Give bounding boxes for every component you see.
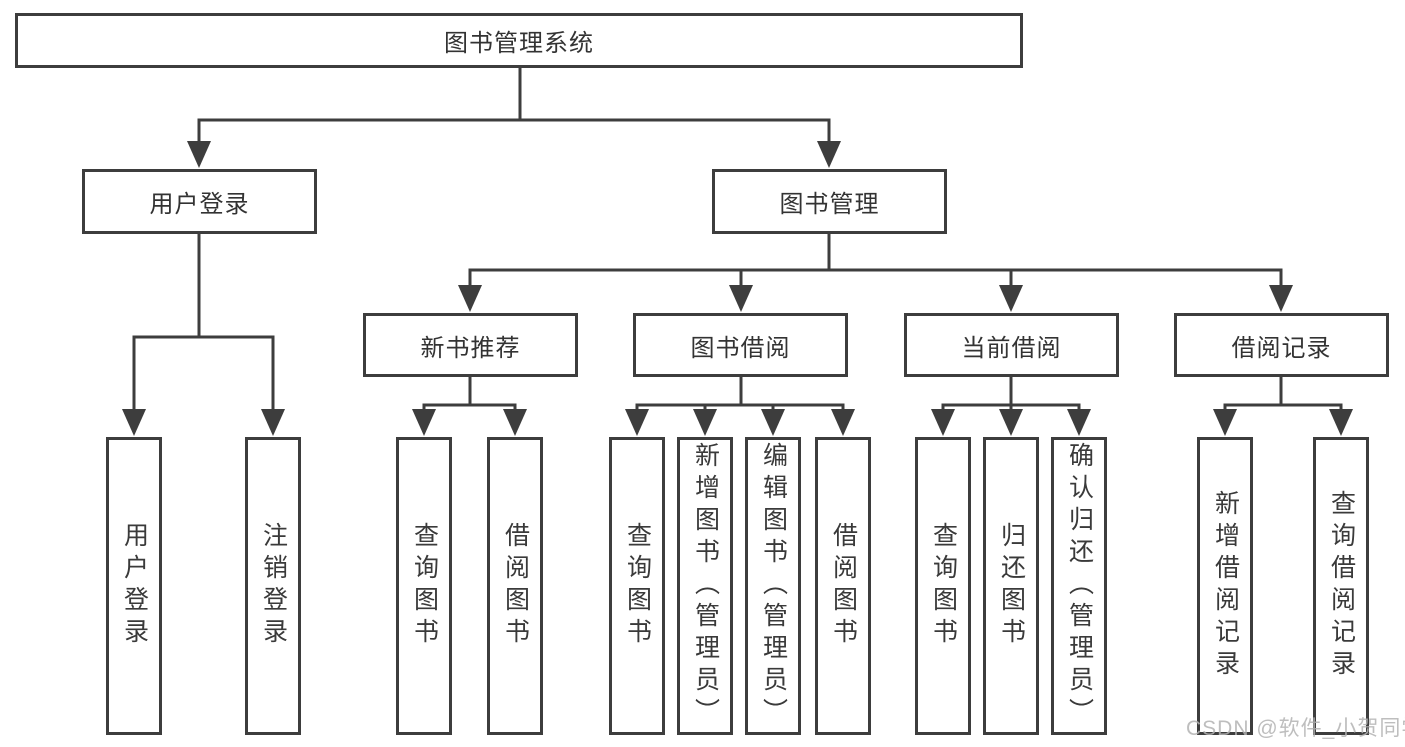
node-book-management-label: 图书管理 xyxy=(779,191,880,218)
node-current-borrow-label: 当前借阅 xyxy=(961,334,1062,362)
leaf-user-login-label: 用户登录 xyxy=(120,522,149,650)
node-borrow-records-label: 借阅记录 xyxy=(1231,334,1332,362)
node-root: 图书管理系统 xyxy=(15,13,1023,68)
leaf-query-books-borrow-label: 查询图书 xyxy=(623,522,652,650)
connector-newbooks-to-leaves xyxy=(422,377,517,410)
node-current-borrow: 当前借阅 xyxy=(904,313,1119,377)
leaf-edit-books-admin-label: 编辑图书（管理员） xyxy=(759,442,788,730)
leaf-logout: 注销登录 xyxy=(245,437,301,735)
connector-userlogin-to-leaves xyxy=(132,234,275,410)
leaf-query-books-current: 查询图书 xyxy=(915,437,971,735)
leaf-borrow-books-newbooks-label: 借阅图书 xyxy=(501,522,530,650)
arrowheads xyxy=(122,141,1353,436)
leaf-edit-books-admin: 编辑图书（管理员） xyxy=(745,437,801,735)
node-new-books-label: 新书推荐 xyxy=(420,334,521,362)
node-book-borrow-label: 图书借阅 xyxy=(690,334,791,362)
connector-bookborrow-to-leaves xyxy=(635,377,845,410)
leaf-return-books: 归还图书 xyxy=(983,437,1039,735)
leaf-query-borrow-record: 查询借阅记录 xyxy=(1313,437,1369,735)
leaf-query-books-newbooks: 查询图书 xyxy=(396,437,452,735)
node-book-management: 图书管理 xyxy=(712,169,947,234)
leaf-add-borrow-record: 新增借阅记录 xyxy=(1197,437,1253,735)
watermark: CSDN @软件_小贺同学 xyxy=(1186,717,1405,740)
connector-bookmgmt-to-level3 xyxy=(468,234,1283,287)
connector-records-to-leaves xyxy=(1223,377,1343,410)
node-user-login: 用户登录 xyxy=(82,169,317,234)
leaf-user-login: 用户登录 xyxy=(106,437,162,735)
leaf-add-borrow-record-label: 新增借阅记录 xyxy=(1211,490,1240,682)
leaf-borrow-books-newbooks: 借阅图书 xyxy=(487,437,543,735)
leaf-query-books-borrow: 查询图书 xyxy=(609,437,665,735)
leaf-return-books-label: 归还图书 xyxy=(997,522,1026,650)
node-new-books: 新书推荐 xyxy=(363,313,578,377)
node-user-login-label: 用户登录 xyxy=(149,191,250,218)
leaf-confirm-return-admin: 确认归还（管理员） xyxy=(1051,437,1107,735)
leaf-query-books-current-label: 查询图书 xyxy=(929,522,958,650)
leaf-borrow-books-borrow: 借阅图书 xyxy=(815,437,871,735)
connector-currentborrow-to-leaves xyxy=(941,377,1081,410)
node-borrow-records: 借阅记录 xyxy=(1174,313,1389,377)
leaf-borrow-books-borrow-label: 借阅图书 xyxy=(829,522,858,650)
leaf-add-books-admin: 新增图书（管理员） xyxy=(677,437,733,735)
leaf-add-books-admin-label: 新增图书（管理员） xyxy=(691,442,720,730)
connector-root-to-level2 xyxy=(197,68,831,142)
leaf-confirm-return-admin-label: 确认归还（管理员） xyxy=(1065,442,1094,730)
leaf-logout-label: 注销登录 xyxy=(259,522,288,650)
node-book-borrow: 图书借阅 xyxy=(633,313,848,377)
leaf-query-borrow-record-label: 查询借阅记录 xyxy=(1327,490,1356,682)
node-root-label: 图书管理系统 xyxy=(444,30,594,57)
leaf-query-books-newbooks-label: 查询图书 xyxy=(410,522,439,650)
